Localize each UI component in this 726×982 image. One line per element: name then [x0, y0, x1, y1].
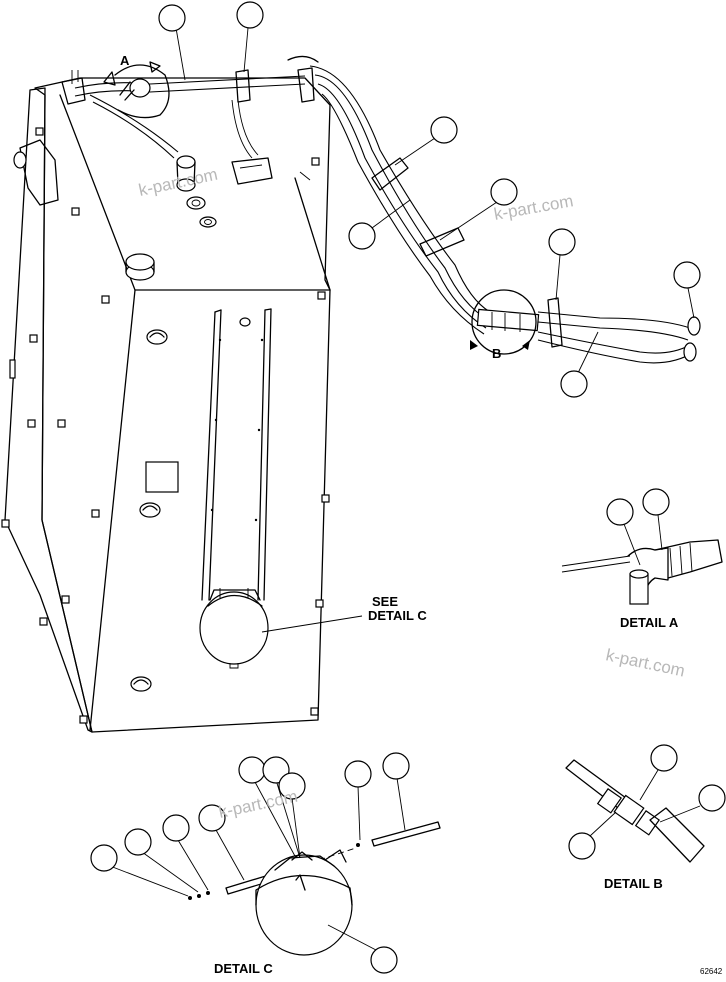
drain-fitting — [130, 329, 168, 692]
drawing-number: 62642 — [700, 967, 723, 976]
callout-bubble — [560, 370, 588, 398]
callouts-main — [158, 1, 701, 398]
callout-bubble — [348, 222, 376, 250]
callout-bubble — [124, 828, 152, 856]
callout-bubble — [238, 756, 266, 784]
detail-a-marker: A — [120, 53, 130, 68]
bottom-cover — [199, 588, 269, 669]
watermark-text: k-part.com — [137, 165, 219, 200]
callout-bubble — [430, 116, 458, 144]
detail-a: DETAIL A — [561, 488, 723, 630]
tank-mount-tabs — [1, 127, 330, 724]
detail-c: DETAIL C — [90, 752, 441, 976]
watermarks: k-part.com k-part.com k-part.com k-part.… — [137, 165, 687, 822]
callout-bubble — [650, 744, 678, 772]
callout-bubble — [90, 844, 118, 872]
detail-b-marker: B — [492, 346, 501, 361]
callout-bubble — [278, 772, 306, 800]
detail-b-title: DETAIL B — [604, 876, 663, 891]
watermark-text: k-part.com — [604, 645, 686, 680]
callout-bubble — [606, 498, 634, 526]
callout-bubble — [673, 261, 701, 289]
callout-bubble — [698, 784, 726, 812]
callout-bubble — [642, 488, 670, 516]
detail-b: DETAIL B — [565, 744, 726, 891]
callout-bubble — [236, 1, 264, 29]
callout-bubble — [548, 228, 576, 256]
see-detail-text: SEE — [372, 594, 398, 609]
see-detail-c-text: DETAIL C — [368, 608, 427, 623]
callout-bubble — [344, 760, 372, 788]
callout-bubble — [370, 946, 398, 974]
hose-assembly — [61, 55, 701, 364]
suction-tube-channel — [201, 308, 272, 601]
detail-b-fitting — [476, 308, 540, 332]
callout-bubble — [382, 752, 410, 780]
filler-cap — [125, 253, 155, 281]
callout-bubble — [568, 832, 596, 860]
callout-bubble — [162, 814, 190, 842]
see-detail-c-note: SEE DETAIL C — [261, 594, 427, 633]
access-panel — [145, 461, 179, 493]
detail-b-circle: B — [470, 289, 537, 361]
detail-c-title: DETAIL C — [214, 961, 273, 976]
callout-bubble — [198, 804, 226, 832]
detail-a-circle: A — [103, 53, 170, 119]
callout-bubble — [490, 178, 518, 206]
callout-bubble — [158, 4, 186, 32]
fuel-tank — [1, 77, 331, 733]
detail-a-title: DETAIL A — [620, 615, 679, 630]
